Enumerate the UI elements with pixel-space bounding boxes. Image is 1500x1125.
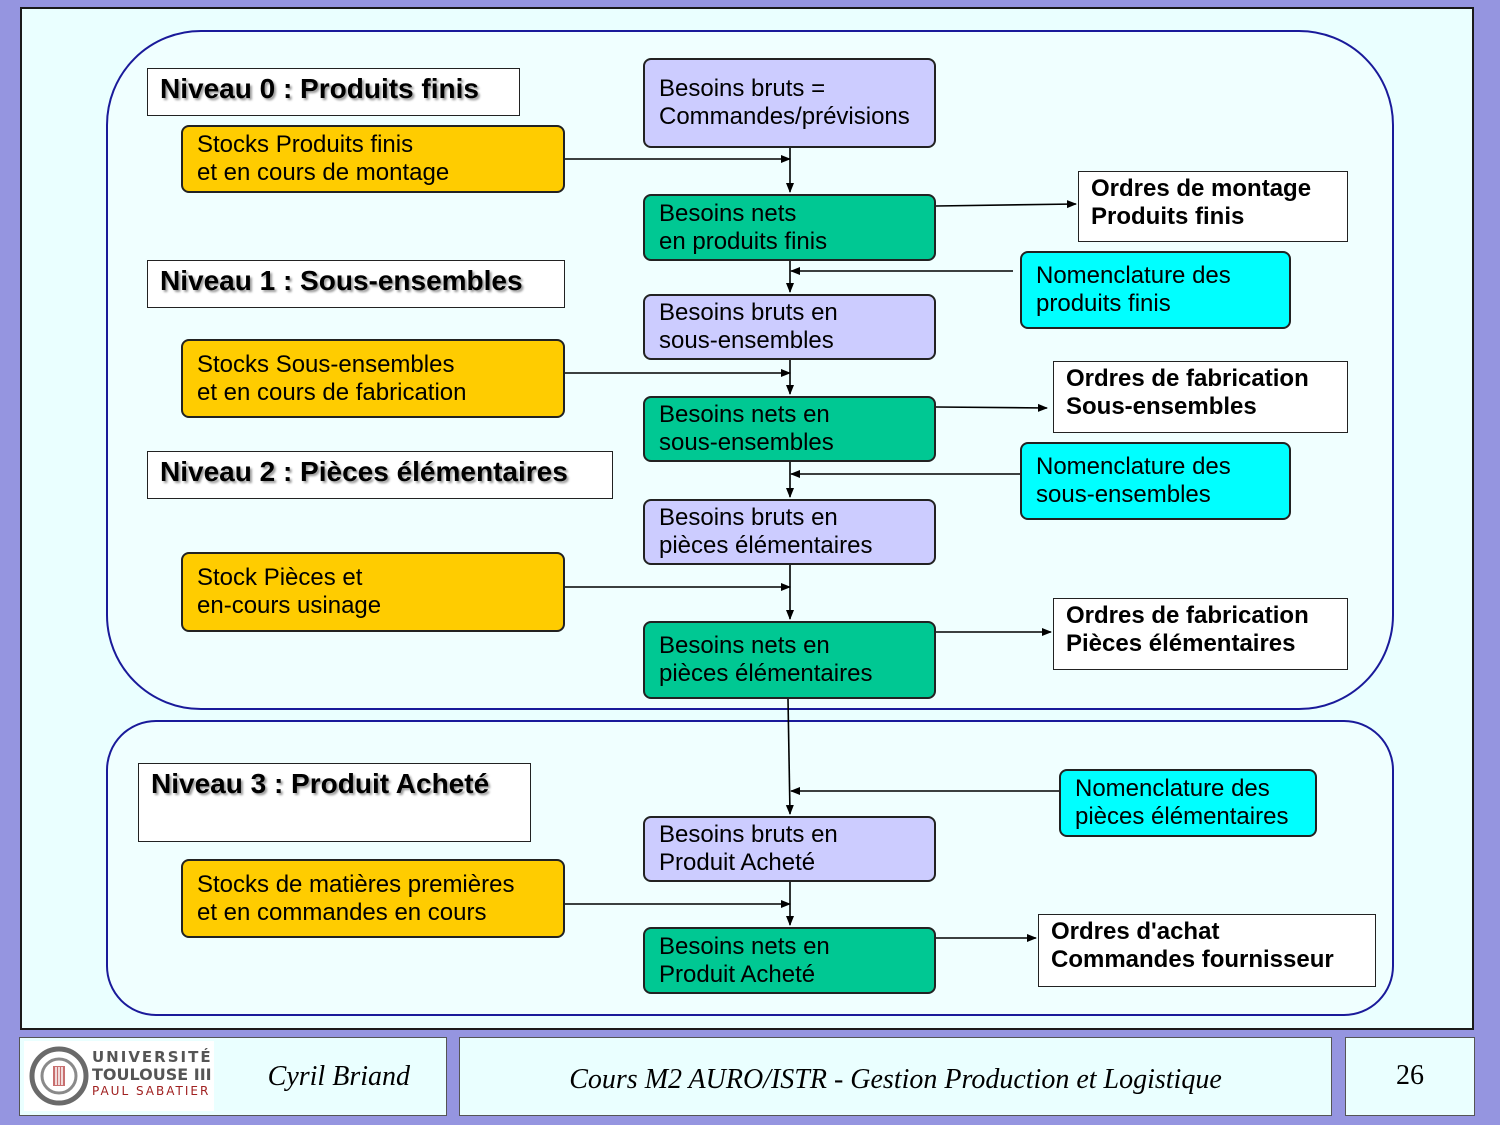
besoins-nets-sous-ensembles: Besoins nets en sous-ensembles	[643, 396, 936, 462]
gross-line-2: Commandes/prévisions	[659, 103, 910, 130]
stock-produits-finis: Stocks Produits finis et en cours de mon…	[181, 125, 565, 193]
footer-course: Cours M2 AURO/ISTR - Gestion Production …	[569, 1063, 1222, 1095]
net-line-1: Besoins nets en	[659, 632, 830, 659]
bom-line-1: Nomenclature des	[1036, 453, 1231, 480]
ordres-fabrication-pieces: Ordres de fabrication Pièces élémentaire…	[1053, 598, 1348, 670]
nomenclature-sous-ensembles: Nomenclature des sous-ensembles	[1020, 442, 1291, 520]
footer-course-cell: Cours M2 AURO/ISTR - Gestion Production …	[459, 1037, 1332, 1116]
gross-line-1: Besoins bruts =	[659, 75, 826, 102]
besoins-bruts-pieces: Besoins bruts en pièces élémentaires	[643, 499, 936, 565]
nomenclature-pieces: Nomenclature des pièces élémentaires	[1059, 769, 1317, 837]
bom-line-2: pièces élémentaires	[1075, 803, 1289, 830]
logo-line-1: UNIVERSITÉ	[92, 1048, 213, 1066]
stock-line-1: Stocks de matières premières	[197, 870, 515, 898]
net-line-2: sous-ensembles	[659, 429, 834, 456]
university-logo: UNIVERSITÉ TOULOUSE III PAUL SABATIER	[24, 1041, 214, 1111]
footer-page-cell: 26	[1345, 1037, 1475, 1116]
stock-line-2: et en commandes en cours	[197, 898, 487, 926]
stock-line-2: et en cours de fabrication	[197, 378, 467, 406]
bom-line-2: produits finis	[1036, 290, 1171, 317]
besoins-bruts-produit-achete: Besoins bruts en Produit Acheté	[643, 816, 936, 882]
besoins-nets-produit-achete: Besoins nets en Produit Acheté	[643, 927, 936, 994]
net-line-1: Besoins nets	[659, 199, 797, 227]
stock-line-1: Stock Pièces et	[197, 564, 363, 591]
gross-line-2: Produit Acheté	[659, 849, 816, 876]
ordres-montage: Ordres de montage Produits finis	[1078, 171, 1348, 242]
gross-line-1: Besoins bruts en	[659, 504, 838, 531]
ordres-fabrication-sous-ensembles: Ordres de fabrication Sous-ensembles	[1053, 361, 1348, 433]
order-line-2: Sous-ensembles	[1066, 393, 1257, 420]
stock-line-2: en-cours usinage	[197, 592, 382, 619]
stock-sous-ensembles: Stocks Sous-ensembles et en cours de fab…	[181, 339, 565, 418]
besoins-nets-pieces: Besoins nets en pièces élémentaires	[643, 621, 936, 699]
stock-line-1: Stocks Produits finis	[197, 131, 414, 158]
besoins-nets-produits-finis: Besoins nets en produits finis	[643, 194, 936, 261]
bom-line-1: Nomenclature des	[1075, 775, 1270, 802]
stock-matieres-premieres: Stocks de matières premières et en comma…	[181, 859, 565, 938]
gross-line-1: Besoins bruts en	[659, 821, 838, 848]
university-seal-icon	[29, 1046, 89, 1106]
order-line-1: Ordres d'achat	[1051, 918, 1220, 945]
arrow-net2-gross3	[785, 698, 794, 815]
order-line-1: Ordres de fabrication	[1066, 365, 1309, 392]
order-line-1: Ordres de montage	[1091, 175, 1312, 202]
bom-line-2: sous-ensembles	[1036, 481, 1211, 508]
arrow-net1-orders1	[935, 403, 1048, 412]
level-2-title: Niveau 2 : Pièces élémentaires	[147, 451, 613, 499]
net-line-1: Besoins nets en	[659, 401, 830, 428]
level-0-title: Niveau 0 : Produits finis	[147, 68, 520, 116]
net-line-2: pièces élémentaires	[659, 660, 873, 687]
logo-line-3: PAUL SABATIER	[92, 1084, 211, 1098]
logo-line-2: TOULOUSE III	[92, 1065, 212, 1084]
order-line-2: Pièces élémentaires	[1066, 630, 1296, 657]
level-3-title: Niveau 3 : Produit Acheté	[138, 763, 531, 842]
arrow-net0-orders0	[935, 200, 1077, 209]
gross-line-2: sous-ensembles	[659, 327, 834, 354]
gross-line-1: Besoins bruts en	[659, 299, 838, 326]
net-line-2: Produit Acheté	[659, 960, 816, 988]
stock-line-2: et en cours de montage	[197, 159, 450, 186]
ordres-achat: Ordres d'achat Commandes fournisseur	[1038, 914, 1376, 987]
university-logo-text: UNIVERSITÉ TOULOUSE III PAUL SABATIER	[92, 1049, 213, 1100]
net-line-1: Besoins nets en	[659, 932, 830, 960]
bom-line-1: Nomenclature des	[1036, 262, 1231, 289]
net-line-2: en produits finis	[659, 227, 828, 255]
page-number: 26	[1396, 1060, 1424, 1091]
level-1-title: Niveau 1 : Sous-ensembles	[147, 260, 565, 308]
besoins-bruts-commandes: Besoins bruts = Commandes/prévisions	[643, 58, 936, 148]
order-line-2: Commandes fournisseur	[1051, 946, 1334, 973]
order-line-1: Ordres de fabrication	[1066, 602, 1309, 629]
order-line-2: Produits finis	[1091, 203, 1245, 230]
gross-line-2: pièces élémentaires	[659, 532, 873, 559]
stock-pieces: Stock Pièces et en-cours usinage	[181, 552, 565, 632]
footer-author: Cyril Briand	[267, 1060, 410, 1092]
stock-line-1: Stocks Sous-ensembles	[197, 350, 455, 378]
nomenclature-produits-finis: Nomenclature des produits finis	[1020, 251, 1291, 329]
besoins-bruts-sous-ensembles: Besoins bruts en sous-ensembles	[643, 294, 936, 360]
